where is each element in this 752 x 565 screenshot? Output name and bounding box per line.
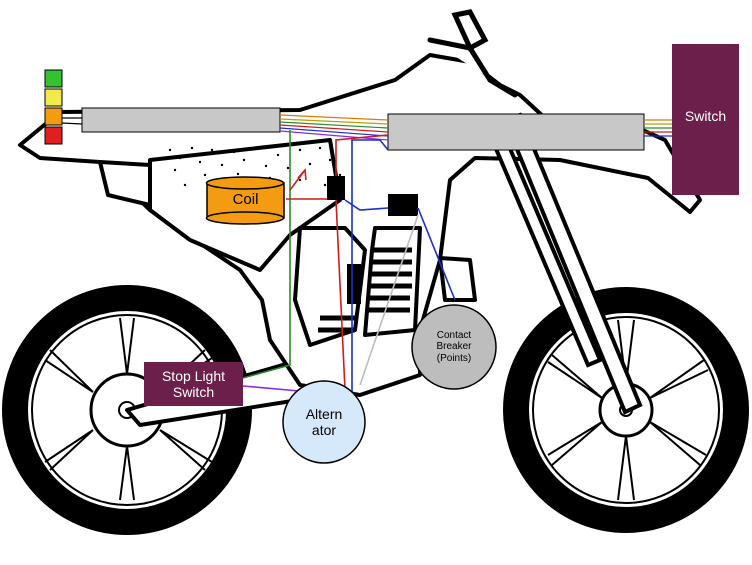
handlebars <box>427 9 518 98</box>
wire-harness <box>61 114 672 141</box>
coil-label: Coil <box>232 191 259 209</box>
connector-2 <box>388 194 418 216</box>
engine-fins <box>318 247 412 333</box>
tank-texture <box>168 146 342 187</box>
connector-1 <box>327 176 345 200</box>
alternator-label: Altern ator <box>305 405 343 438</box>
coil-component <box>205 176 285 225</box>
switch-label: Switch <box>684 108 727 124</box>
front-wheel <box>503 287 749 533</box>
contact-breaker-label: Contact Breaker (Points) <box>436 329 472 364</box>
stop-light-switch-box <box>144 362 243 406</box>
contact-breaker-circle <box>411 304 497 390</box>
switch-box <box>672 44 739 195</box>
indicator-lights <box>44 69 63 145</box>
stop-light-switch-label: Stop Light Switch <box>161 367 226 400</box>
connector-3 <box>347 264 361 304</box>
left-gray-bar <box>81 107 281 133</box>
right-gray-bar <box>387 113 645 151</box>
alternator-circle <box>282 380 366 464</box>
